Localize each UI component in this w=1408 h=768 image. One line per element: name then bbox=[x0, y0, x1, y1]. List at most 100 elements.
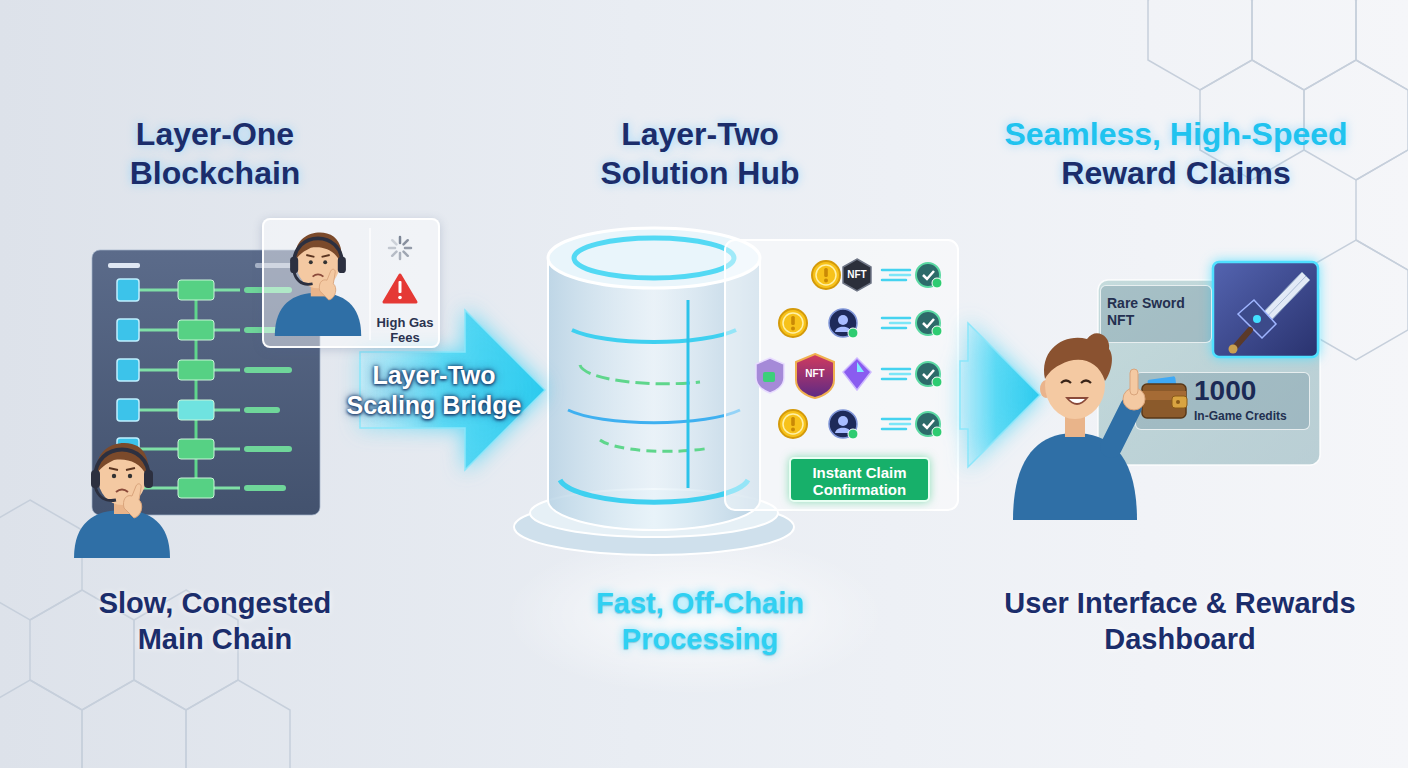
hexagon-pattern-part bbox=[0, 680, 82, 768]
section-caption: Fast, Off-Chain Processing bbox=[555, 585, 845, 658]
claims-panel-part bbox=[843, 259, 871, 291]
happy-gamer bbox=[1013, 333, 1145, 520]
bridge-arrow bbox=[960, 323, 1040, 467]
happy-gamer-part bbox=[1013, 433, 1137, 520]
claims-panel-part bbox=[779, 309, 807, 337]
happy-gamer-part bbox=[1065, 411, 1085, 437]
hub-cylinder: Layer-Two Solution HubFast, Off-Chain Pr… bbox=[545, 110, 960, 665]
warning-text: High Gas Fees bbox=[370, 316, 440, 346]
claims-panel-part bbox=[857, 362, 864, 372]
claims-panel-part bbox=[812, 261, 840, 289]
button-text: Instant Claim Confirmation bbox=[791, 464, 928, 499]
blockchain-panel-part-part bbox=[139, 369, 178, 372]
blockchain-panel-part-part bbox=[178, 320, 214, 340]
chain-panel: Layer-One BlockchainSlow, Congested Main… bbox=[70, 110, 360, 665]
hub-cylinder-part bbox=[568, 410, 740, 423]
section-heading: Layer-One Blockchain bbox=[80, 115, 350, 193]
fee-callout: High Gas Fees bbox=[262, 218, 440, 348]
blockchain-panel-part-part bbox=[139, 289, 178, 292]
claims-panel-part bbox=[763, 372, 775, 382]
fee-callout-art-part bbox=[398, 296, 402, 300]
credit-unit: In-Game Credits bbox=[1194, 410, 1309, 424]
claims-panel-part bbox=[882, 270, 910, 280]
rewards-panel-part bbox=[1253, 315, 1261, 323]
claims-panel bbox=[725, 240, 958, 510]
fee-callout-art bbox=[275, 228, 416, 340]
section-heading: Layer-Two Solution Hub bbox=[565, 115, 835, 193]
claims-panel-part bbox=[916, 412, 942, 437]
fee-callout-art-part-part bbox=[399, 253, 402, 259]
hexagon-pattern-part bbox=[0, 500, 82, 620]
blockchain-panel-part-part bbox=[178, 439, 214, 459]
hexagon-pattern-part bbox=[1356, 0, 1408, 90]
worried-gamer bbox=[74, 443, 170, 558]
rewards-panel-part bbox=[1229, 345, 1238, 354]
fee-callout-art-part-part bbox=[405, 247, 411, 250]
wallet-icon-part bbox=[1142, 391, 1186, 400]
rewards-panel-part bbox=[1238, 300, 1276, 338]
nft-card: Rare Sword NFT bbox=[1100, 285, 1212, 343]
blockchain-panel-part-part bbox=[214, 409, 240, 412]
blockchain-panel-part bbox=[108, 263, 140, 268]
fee-callout-art-part-part bbox=[404, 240, 408, 244]
wallet-icon-part bbox=[1142, 384, 1186, 418]
rewards-dashboard: Seamless, High-Speed Reward ClaimsUser I… bbox=[1040, 110, 1390, 665]
happy-gamer-part bbox=[1061, 381, 1091, 384]
hexagon-pattern-part bbox=[1252, 0, 1356, 90]
blockchain-panel-part-part bbox=[139, 409, 178, 412]
credits-card: 1000In-Game Credits bbox=[1135, 372, 1310, 430]
blockchain-panel-part-part bbox=[139, 448, 178, 451]
fee-callout-art-part bbox=[399, 281, 402, 293]
hexagon-pattern-part bbox=[1148, 0, 1252, 90]
claims-panel-part bbox=[882, 318, 910, 328]
claims-panel-part bbox=[756, 358, 784, 393]
section-caption: Slow, Congested Main Chain bbox=[70, 585, 360, 658]
fee-callout-art-part-part bbox=[404, 252, 408, 256]
claims-panel-part bbox=[916, 362, 942, 387]
rewards-panel-part bbox=[1236, 330, 1250, 346]
claims-panel-part bbox=[916, 263, 942, 288]
happy-gamer-part bbox=[1111, 407, 1131, 447]
badge-label: NFT bbox=[799, 368, 831, 380]
happy-gamer-part bbox=[1130, 369, 1138, 395]
claims-panel-part bbox=[916, 311, 942, 336]
blockchain-panel-part bbox=[178, 280, 214, 498]
blockchain-panel-part-part bbox=[214, 289, 240, 292]
blockchain-panel-part-part bbox=[178, 478, 214, 498]
fee-callout-art-part bbox=[369, 228, 371, 340]
claims-panel-part bbox=[882, 369, 910, 379]
blockchain-panel-part-part bbox=[244, 485, 286, 491]
wallet-icon-part bbox=[1172, 396, 1187, 408]
hexagon-pattern-part bbox=[82, 680, 186, 768]
rewards-panel bbox=[1098, 262, 1320, 465]
hub-cylinder-part bbox=[560, 480, 748, 502]
hub-cylinder-part bbox=[572, 330, 736, 342]
claims-panel-part bbox=[829, 309, 858, 338]
happy-gamer-part bbox=[1040, 380, 1052, 398]
blockchain-panel-part-part bbox=[214, 448, 240, 451]
blockchain-panel-part-part bbox=[244, 446, 292, 452]
fee-callout-art-part-part bbox=[389, 247, 395, 250]
hub-cylinder-part bbox=[574, 238, 734, 278]
card-title: Rare Sword NFT bbox=[1107, 295, 1207, 329]
fee-callout-art-part-part bbox=[392, 240, 396, 244]
happy-gamer-part bbox=[1045, 351, 1105, 419]
fee-callout-art-part-part bbox=[392, 252, 396, 256]
fee-callout-art-part bbox=[384, 275, 416, 302]
claims-panel-part bbox=[779, 410, 807, 438]
badge-label: NFT bbox=[841, 269, 873, 281]
hub-cylinder-part bbox=[687, 300, 690, 488]
claims-panel-part bbox=[725, 240, 958, 510]
blockchain-panel-part-part bbox=[214, 369, 240, 372]
claims-panel-part bbox=[882, 419, 910, 429]
blockchain-panel-part-part bbox=[214, 487, 240, 490]
blockchain-panel-part-part bbox=[178, 400, 214, 420]
fee-callout-art-part bbox=[275, 233, 361, 336]
happy-gamer-part bbox=[1067, 398, 1087, 404]
claims-panel-part bbox=[796, 354, 834, 398]
hub-cylinder-part bbox=[600, 440, 710, 451]
fee-callout-art-part bbox=[389, 237, 411, 259]
